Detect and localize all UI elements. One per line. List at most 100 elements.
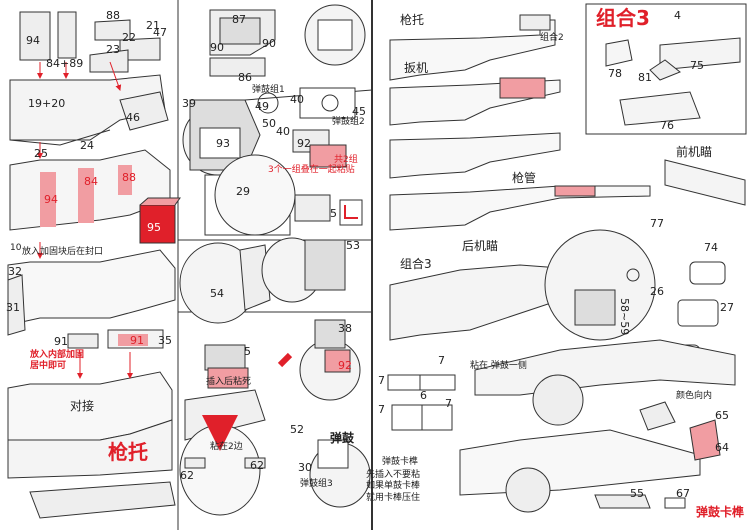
part-24: 24 <box>80 139 94 152</box>
part-84-highlight: 84 <box>84 175 98 188</box>
part-49: 49 <box>255 100 269 113</box>
part-74: 74 <box>704 241 718 254</box>
label-drum-group3: 弹鼓组3 <box>300 479 333 489</box>
part-38: 38 <box>338 322 352 335</box>
part-21: 21 <box>146 19 160 32</box>
latch-parts <box>594 494 686 509</box>
stock-parts-top <box>9 11 169 146</box>
part-7-b: 7 <box>438 354 445 367</box>
part-53: 53 <box>346 239 360 252</box>
part-91-highlight: 91 <box>130 334 144 347</box>
label-trigger: 扳机 <box>404 61 429 75</box>
part-7-a: 7 <box>378 374 385 387</box>
part-47: 47 <box>153 26 167 39</box>
part-94-highlight: 94 <box>44 193 58 206</box>
part-84-89: 84+89 <box>46 57 84 70</box>
part-81: 81 <box>638 71 652 84</box>
label-front-sight: 前机瞄 <box>676 145 713 159</box>
drum-box-parts <box>209 4 366 77</box>
part-46: 46 <box>126 111 140 124</box>
label-drum-latch: 弹鼓卡榫 <box>382 457 419 467</box>
part-88-highlight: 88 <box>122 171 136 184</box>
part-65: 65 <box>715 409 729 422</box>
group3-box <box>585 3 747 135</box>
part-67: 67 <box>676 487 690 500</box>
part-91: 91 <box>54 335 68 348</box>
part-23: 23 <box>106 43 120 56</box>
drum-group1 <box>182 87 363 236</box>
drum-assembly <box>179 319 371 516</box>
note-insert-tight: 插入后粘死 <box>206 377 252 387</box>
label-total-2: 共2组 <box>334 155 358 165</box>
label-drum-group1: 弹鼓组1 <box>252 85 285 95</box>
parts-64-65 <box>639 401 721 461</box>
receiver-zoom <box>544 229 656 341</box>
part-76: 76 <box>660 119 674 132</box>
label-barrel: 枪管 <box>512 171 537 185</box>
final-gun <box>459 339 736 513</box>
stock-parts-lower <box>7 249 176 349</box>
part-22: 22 <box>122 31 136 44</box>
front-sight-part <box>664 159 746 206</box>
part-32: 32 <box>8 265 22 278</box>
label-group2: 组合2 <box>540 33 564 43</box>
title-drum: 弹鼓 <box>330 431 355 445</box>
part-4: 4 <box>674 9 681 22</box>
part-5-mid: 5 <box>244 345 251 358</box>
parts-6-7 <box>387 374 456 431</box>
part-35: 35 <box>158 334 172 347</box>
part-7-c: 7 <box>378 403 385 416</box>
group3-parts <box>605 37 741 126</box>
gun-step1 <box>389 14 556 81</box>
part-40-left: 40 <box>276 125 290 138</box>
label-drum-group2: 弹鼓组2 <box>332 117 365 127</box>
part-45: 45 <box>352 105 366 118</box>
gun-step4 <box>389 185 651 231</box>
title-group3: 组合3 <box>596 6 650 30</box>
note-stick-drum-side: 粘在 弹鼓一侧 <box>470 361 527 371</box>
part-94: 94 <box>26 34 40 47</box>
gun-step3 <box>389 132 561 179</box>
part-75: 75 <box>690 59 704 72</box>
part-30: 30 <box>298 461 312 474</box>
part-52: 52 <box>290 423 304 436</box>
part-88: 88 <box>106 9 120 22</box>
note-color-inward: 颜色向内 <box>676 391 713 401</box>
part-29: 29 <box>236 185 250 198</box>
part-54: 54 <box>210 287 224 300</box>
part-62-left: 62 <box>180 469 194 482</box>
part-62-right: 62 <box>250 459 264 472</box>
part-95: 95 <box>147 221 161 234</box>
part-92-mid: 92 <box>338 359 352 372</box>
note-join: 对接 <box>70 399 95 413</box>
gun-step2 <box>389 77 561 126</box>
note-latch-detail: 先插入不要粘 如果单鼓卡棒 就用卡棒压住 <box>366 470 421 503</box>
label-stock-step: 枪托 <box>400 13 425 27</box>
part-90-left: 90 <box>210 41 224 54</box>
note-fold-block: 放入加固块后在封口 <box>22 247 104 257</box>
note-stack-three: 3个一组叠在一起粘贴 <box>268 165 355 175</box>
drum-group2 <box>179 237 346 324</box>
title-stock: 枪托 <box>108 440 148 464</box>
part-31: 31 <box>6 301 20 314</box>
label-group3-step: 组合3 <box>400 257 432 271</box>
part-87: 87 <box>232 13 246 26</box>
part-90-right: 90 <box>262 37 276 50</box>
part-77: 77 <box>650 217 664 230</box>
part-58-59: 58~59 <box>618 298 631 336</box>
title-drum-latch: 弹鼓卡榫 <box>696 505 745 519</box>
note-center-inside: 放入内部加固 居中即可 <box>30 350 85 371</box>
label-rear-sight: 后机瞄 <box>462 239 499 253</box>
sight-parts-74-27 <box>677 261 726 358</box>
part-25: 25 <box>34 147 48 160</box>
marker-10: 10 <box>10 243 22 253</box>
part-92-top: 92 <box>297 137 311 150</box>
part-55: 55 <box>630 487 644 500</box>
part-5-top: 5 <box>330 207 337 220</box>
part-93: 93 <box>216 137 230 150</box>
stock-assembly-join <box>7 371 176 519</box>
part-64: 64 <box>715 441 729 454</box>
part-78: 78 <box>608 67 622 80</box>
